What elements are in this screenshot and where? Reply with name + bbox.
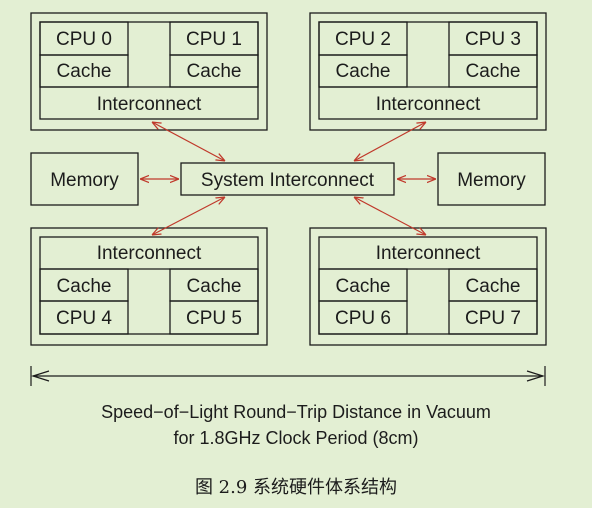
arrow-top-right — [354, 122, 426, 161]
interconnect-bottom-right-label: Interconnect — [376, 243, 481, 264]
connection-arrows — [140, 122, 436, 235]
cache-4-label: Cache — [57, 276, 112, 297]
cpu-1-label: CPU 1 — [186, 29, 242, 50]
cpu-4-box — [39, 300, 129, 335]
memory-right-box — [437, 152, 546, 206]
ruler-right-arrowhead — [526, 370, 546, 382]
cache-7-label: Cache — [466, 276, 521, 297]
memory-right-label: Memory — [457, 170, 526, 191]
system-interconnect-label: System Interconnect — [201, 170, 375, 191]
arrow-top-left — [152, 122, 225, 161]
interconnect-bottom-left-label: Interconnect — [97, 243, 202, 264]
cpu-6-label: CPU 6 — [335, 308, 391, 329]
arrow-bottom-left — [152, 197, 225, 235]
arrow-bottom-right — [354, 197, 426, 235]
cpu-5-box — [169, 300, 259, 335]
cpu-0-label: CPU 0 — [56, 29, 112, 50]
cpu-6-box — [318, 300, 408, 335]
cluster-bottom-left-outer — [30, 227, 268, 346]
cpu-2-label: CPU 2 — [335, 29, 391, 50]
memory-left-box — [30, 152, 139, 206]
cluster-bottom-right-outer — [309, 227, 547, 346]
cache-1-label: Cache — [187, 61, 242, 82]
cluster-top-left-outer — [30, 12, 268, 131]
cpu-5-label: CPU 5 — [186, 308, 242, 329]
cpu-4-label: CPU 4 — [56, 308, 112, 329]
ruler-left-arrowhead — [30, 370, 50, 382]
cpu-7-box — [448, 300, 538, 335]
cluster-bottom-left: Interconnect Cache CPU 4 Cache CPU 5 — [30, 227, 268, 346]
interconnect-top-right-label: Interconnect — [376, 94, 481, 115]
cache-5-label: Cache — [187, 276, 242, 297]
cache-6-label: Cache — [336, 276, 391, 297]
cache-0-label: Cache — [57, 61, 112, 82]
diagram-caption-line-2: for 1.8GHz Clock Period (8cm) — [173, 428, 419, 448]
cluster-top-right-outer — [309, 12, 547, 131]
cache-2-label: Cache — [336, 61, 391, 82]
cluster-top-left: CPU 0 Cache CPU 1 Cache Interconnect — [30, 12, 268, 131]
figure-caption: 图 2.9 系统硬件体系结构 — [194, 477, 398, 498]
interconnect-top-left-label: Interconnect — [97, 94, 202, 115]
cache-3-label: Cache — [466, 61, 521, 82]
middle-row: Memory System Interconnect Memory — [30, 152, 546, 206]
cpu-7-label: CPU 7 — [465, 308, 521, 329]
memory-left-label: Memory — [50, 170, 119, 191]
cpu-3-label: CPU 3 — [465, 29, 521, 50]
distance-ruler — [30, 366, 546, 386]
system-interconnect-box — [180, 162, 395, 196]
cluster-bottom-right: Interconnect Cache CPU 6 Cache CPU 7 — [309, 227, 547, 346]
diagram-caption-line-1: Speed−of−Light Round−Trip Distance in Va… — [101, 402, 491, 422]
cluster-top-right: CPU 2 Cache CPU 3 Cache Interconnect — [309, 12, 547, 131]
